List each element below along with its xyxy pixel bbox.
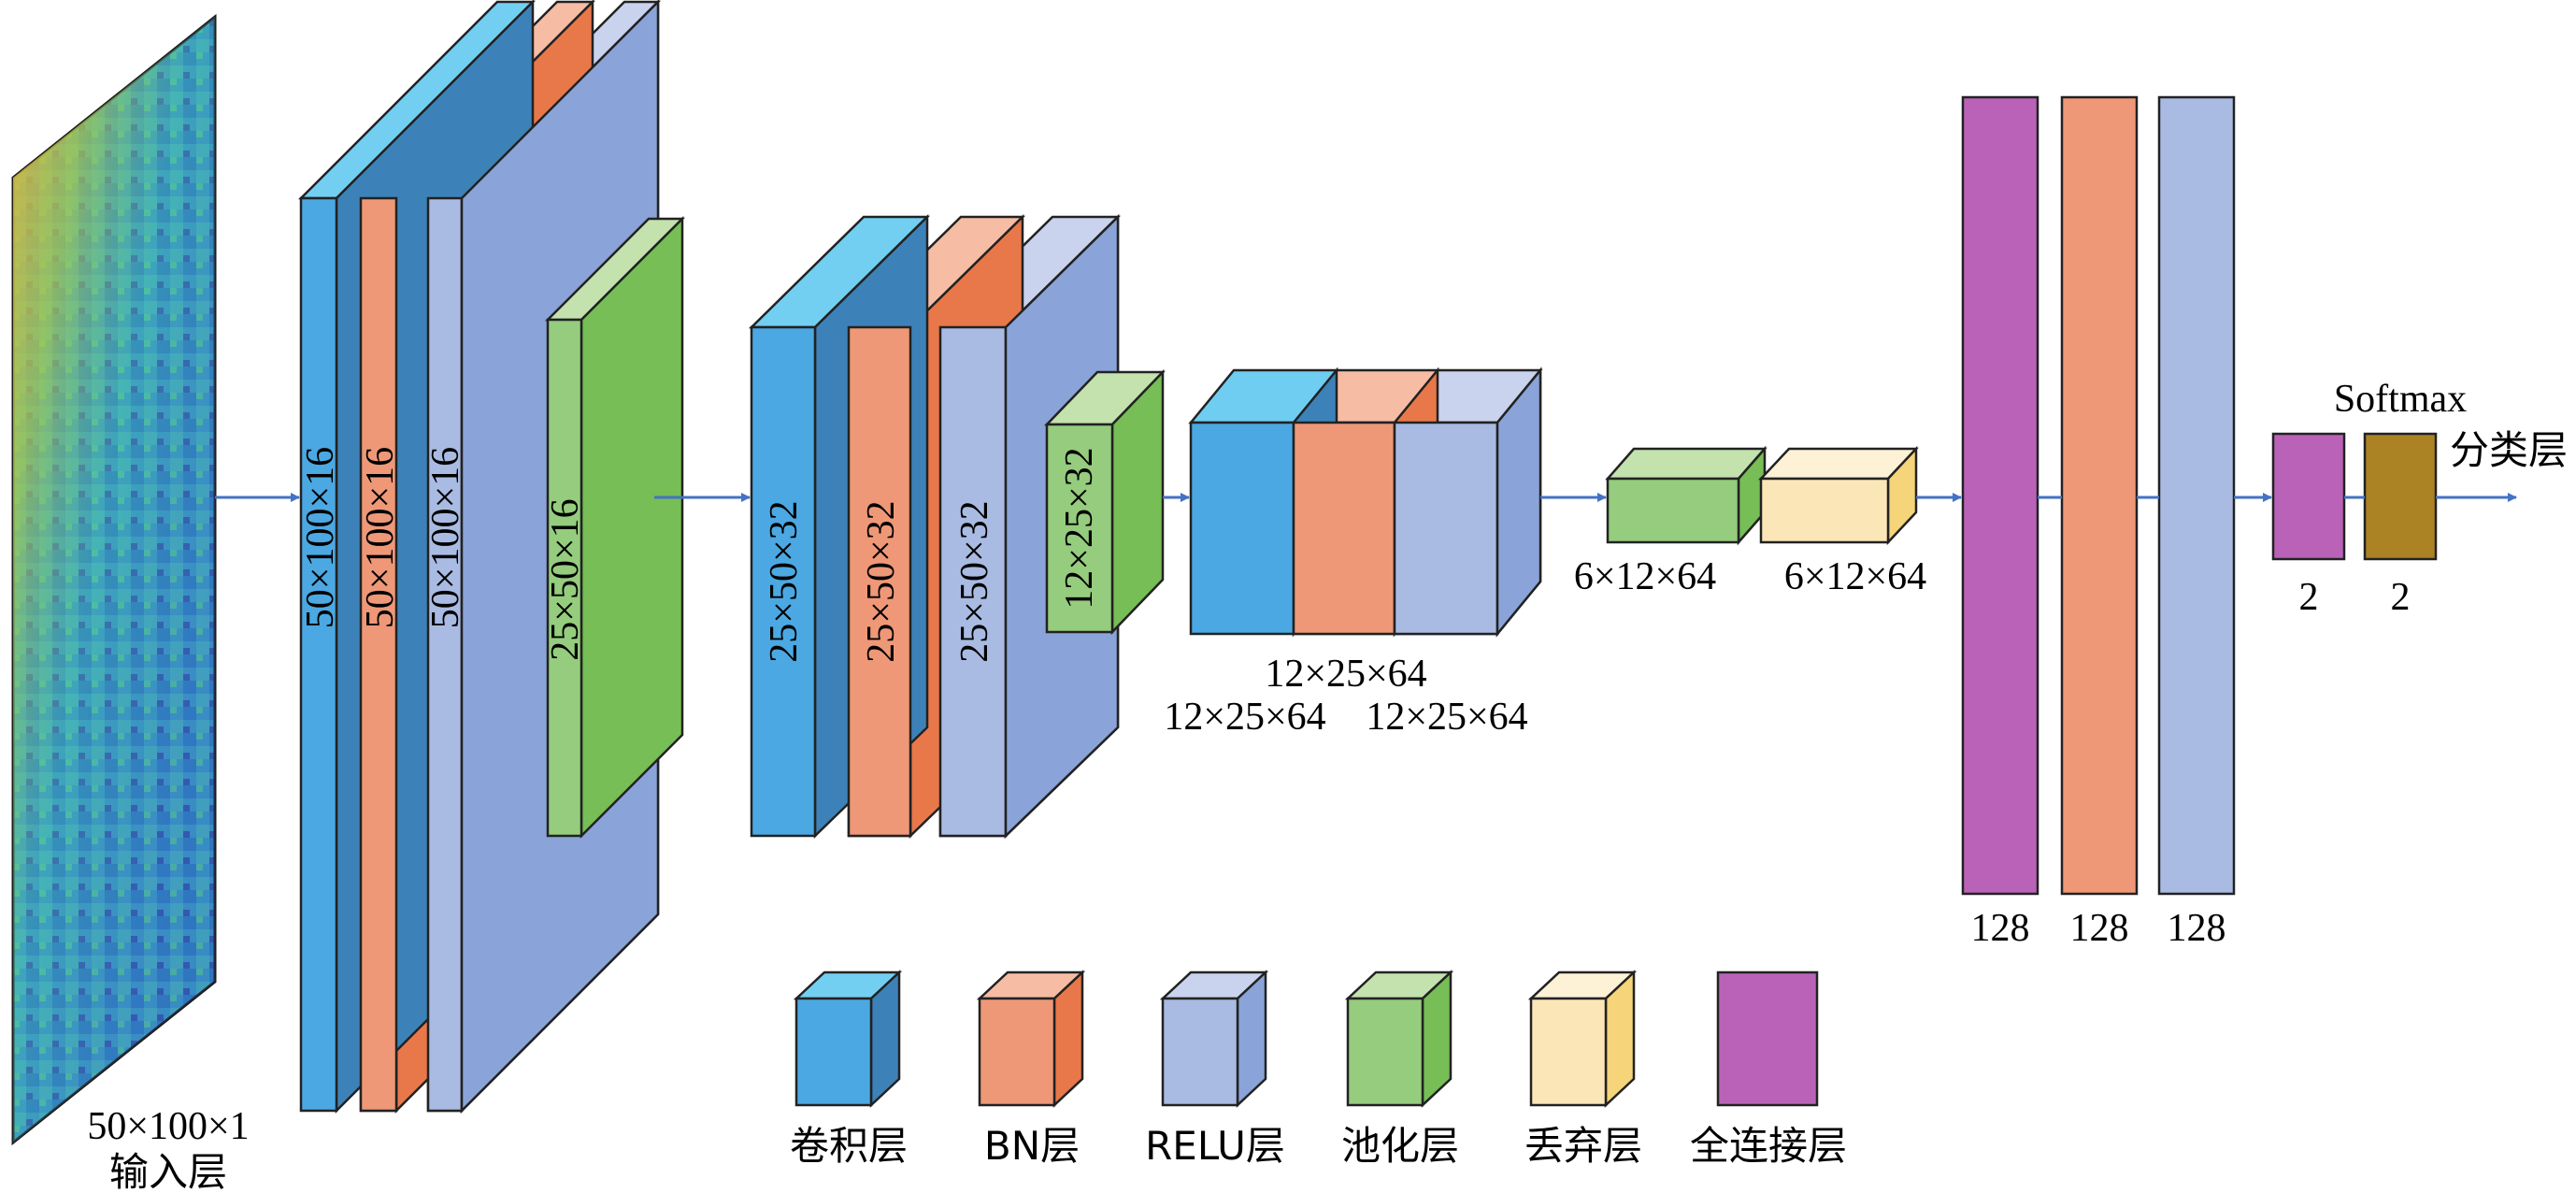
fc-layer-label: 128 xyxy=(1971,907,2030,950)
block3-conv-label: 12×25×64 xyxy=(1265,653,1426,696)
legend-label-pool: 池化层 xyxy=(1341,1123,1459,1169)
block1-bn-label: 50×100×16 xyxy=(359,447,402,628)
fc-bn-label: 128 xyxy=(2070,907,2129,950)
legend-label-bn: BN层 xyxy=(984,1123,1080,1169)
input-name-label: 输入层 xyxy=(109,1149,227,1193)
fc-layer-bar xyxy=(1961,95,2039,896)
legend: 卷积层 BN层 RELU层 池化层 丢弃层 全连接层 xyxy=(790,970,1847,1169)
legend-label-dropout: 丢弃层 xyxy=(1524,1123,1642,1169)
legend-label-relu: RELU层 xyxy=(1145,1123,1285,1169)
block3-relu-label: 12×25×64 xyxy=(1366,696,1527,739)
legend-label-fc: 全连接层 xyxy=(1690,1123,1847,1169)
output-fc-box xyxy=(2271,432,2346,561)
legend-item-pool: 池化层 xyxy=(1341,970,1459,1169)
legend-item-bn: BN层 xyxy=(976,970,1086,1169)
output-fc-label: 2 xyxy=(2299,576,2319,619)
block4-dropout-label: 6×12×64 xyxy=(1784,555,1926,598)
fc-block: 128 128 128 xyxy=(1961,95,2236,950)
block2-pool-cuboid xyxy=(1044,368,1166,636)
block1-conv-label: 50×100×16 xyxy=(299,447,342,628)
block2-bn-label: 25×50×32 xyxy=(860,500,903,662)
legend-label-conv: 卷积层 xyxy=(790,1123,908,1169)
legend-item-relu: RELU层 xyxy=(1145,970,1285,1169)
legend-item-conv: 卷积层 xyxy=(790,970,908,1169)
block2-relu-label: 25×50×32 xyxy=(953,500,996,662)
block3-bn-label: 12×25×64 xyxy=(1164,696,1325,739)
fc-bn-bar xyxy=(2060,95,2139,896)
block4-dropout-cuboid xyxy=(1758,445,1919,546)
block4: 6×12×64 6×12×64 xyxy=(1574,445,1926,598)
block4-pool-label: 6×12×64 xyxy=(1574,555,1716,598)
output-softmax-box xyxy=(2363,432,2438,561)
legend-item-dropout: 丢弃层 xyxy=(1524,970,1642,1169)
block2: 25×50×32 25×50×32 25×50×32 12×25×32 xyxy=(748,214,1166,839)
block1-relu-label: 50×100×16 xyxy=(424,447,467,628)
block1-pool-label: 25×50×16 xyxy=(544,498,587,660)
classify-title: 分类层 xyxy=(2450,427,2568,473)
block2-pool-label: 12×25×32 xyxy=(1058,447,1101,609)
block1-pool-cuboid xyxy=(544,215,686,840)
input-dims-label: 50×100×1 xyxy=(87,1105,249,1148)
softmax-title: Softmax xyxy=(2334,378,2467,421)
legend-item-fc: 全连接层 xyxy=(1690,970,1847,1169)
fc-relu-label: 128 xyxy=(2168,907,2226,950)
block1: 50×100×16 50×100×16 50×100×16 25×50×16 xyxy=(297,0,686,1114)
block2-conv-label: 25×50×32 xyxy=(763,500,806,662)
input-layer: 50×100×1 输入层 xyxy=(11,13,250,1193)
fc-relu-bar xyxy=(2157,95,2236,896)
output-block: 2 2 Softmax 分类层 xyxy=(2271,378,2568,619)
block4-pool-cuboid xyxy=(1605,445,1767,546)
block3: 12×25×64 12×25×64 12×25×64 xyxy=(1164,367,1543,739)
output-softmax-label: 2 xyxy=(2391,576,2411,619)
